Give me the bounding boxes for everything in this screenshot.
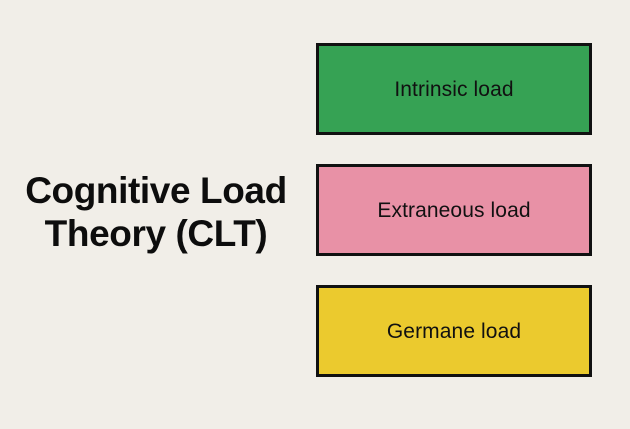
- load-box-label-extraneous: Extraneous load: [377, 198, 531, 222]
- load-box-germane[interactable]: Germane load: [316, 285, 592, 377]
- page-title: Cognitive Load Theory (CLT): [25, 170, 287, 254]
- title-block: Cognitive Load Theory (CLT): [0, 0, 312, 429]
- load-box-label-germane: Germane load: [386, 319, 522, 343]
- load-box-intrinsic[interactable]: Intrinsic load: [316, 43, 592, 135]
- load-box-extraneous[interactable]: Extraneous load: [316, 164, 592, 256]
- load-types-list: Intrinsic load Extraneous load Germane l…: [316, 43, 592, 377]
- load-box-label-intrinsic: Intrinsic load: [394, 77, 514, 101]
